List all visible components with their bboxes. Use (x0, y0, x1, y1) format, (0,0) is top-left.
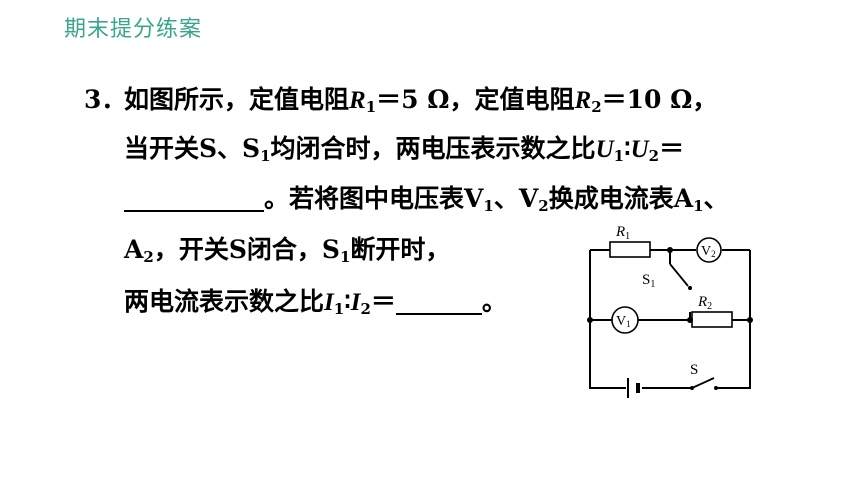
answer-blank-1[interactable] (124, 186, 264, 212)
resistor-r1 (609, 241, 651, 258)
s-label: S (690, 362, 698, 378)
voltmeter-v1 (611, 306, 639, 334)
switch-s1 (669, 263, 692, 290)
svg-text:V1: V1 (616, 314, 631, 329)
question-line-5: 两电流表示数之比I1∶I2＝。 (124, 287, 507, 318)
circuit-diagram: R1 V2 S1 V1 R2 S (587, 224, 753, 398)
svg-text:V2: V2 (701, 244, 716, 259)
question-line-2: 当开关S、S1均闭合时，两电压表示数之比U1∶U2＝ (124, 134, 685, 165)
question-number: 3． (84, 85, 127, 114)
question-line-1: 如图所示，定值电阻R1＝5 Ω，定值电阻R2＝10 Ω， (124, 85, 718, 116)
answer-blank-2[interactable] (395, 289, 482, 315)
question-line-4: A2，开关S闭合，S1断开时， (124, 235, 451, 266)
voltmeter-v2 (696, 237, 722, 263)
s1-label: S1 (642, 272, 655, 290)
resistor-r2 (691, 311, 733, 328)
r1-label: R1 (615, 224, 630, 242)
switch-s (690, 377, 718, 390)
battery (627, 378, 640, 398)
r2-label: R2 (697, 294, 712, 312)
header-title: 期末提分练案 (64, 17, 203, 42)
question-line-3: 。若将图中电压表V1、V2换成电流表A1、 (124, 179, 729, 215)
